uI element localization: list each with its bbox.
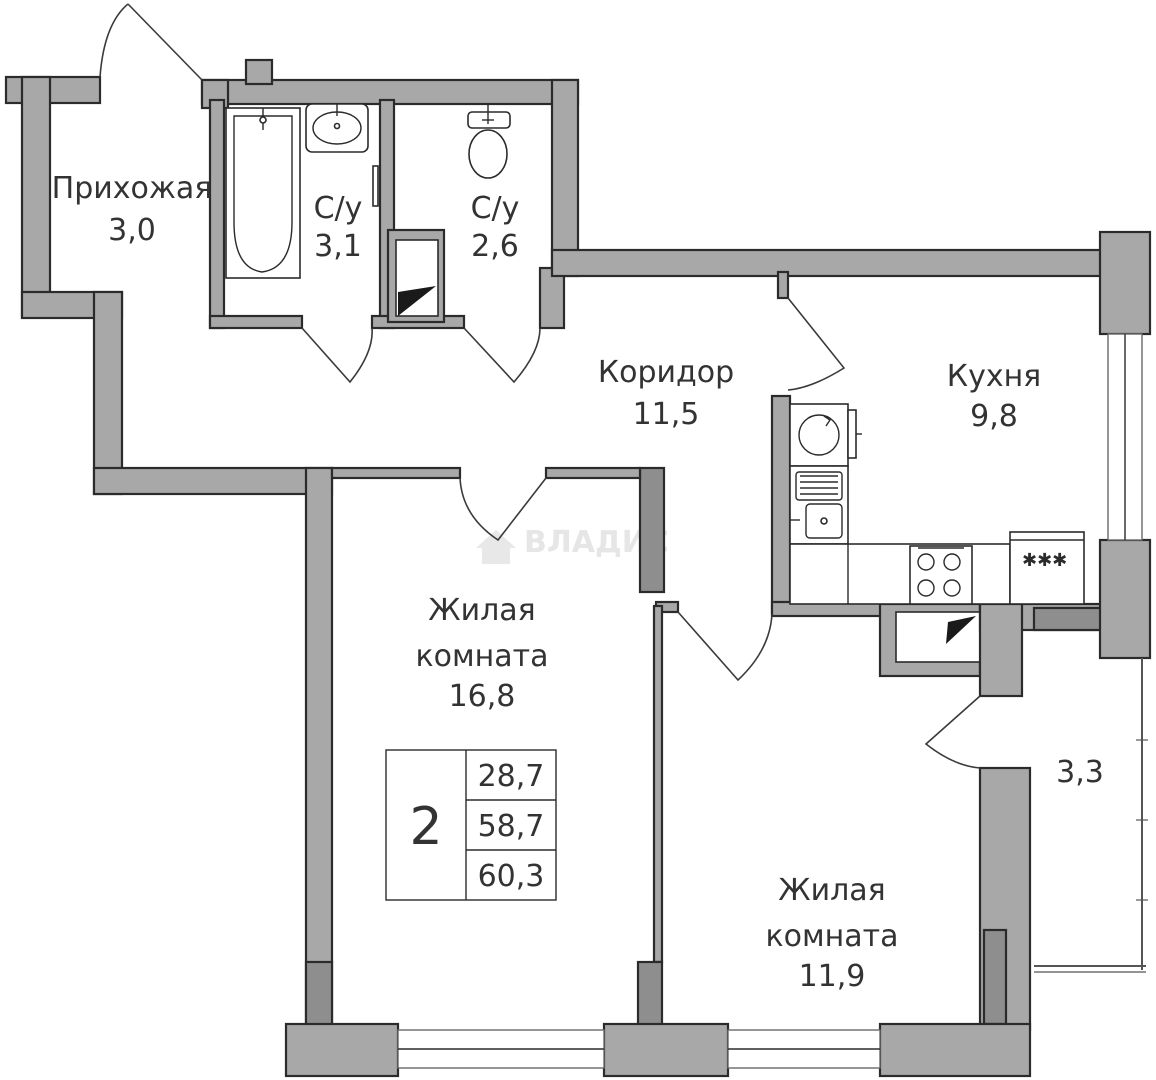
room-name-living2-line2: комната	[766, 919, 899, 954]
room-name-kitchen: Кухня	[947, 359, 1041, 394]
wall-segment	[776, 270, 790, 300]
wall-segment	[208, 314, 304, 330]
wall-segment	[304, 466, 334, 1030]
room-area-balcony: 3,3	[1056, 755, 1104, 790]
wall-segment	[878, 1022, 1032, 1078]
living-area: 28,7	[478, 759, 545, 794]
room-name-bathroom2: С/у	[471, 191, 520, 226]
wall-segment	[244, 58, 274, 86]
wall-segment	[638, 466, 666, 594]
wall-segment	[636, 960, 664, 1034]
stove-icon	[909, 545, 973, 605]
door-swing	[99, 3, 129, 78]
bathtub-icon	[225, 107, 301, 279]
door-swing	[787, 297, 846, 391]
wall-segment	[4, 75, 102, 105]
room-name-corridor: Коридор	[598, 355, 734, 390]
door-swing	[301, 327, 373, 384]
room-name-living1-line2: комната	[416, 639, 549, 674]
wall-segment	[982, 928, 1008, 1026]
room-labels: Прихожая 3,0 С/у 3,1 С/у 2,6 Коридор 11,…	[52, 171, 1104, 994]
kitchen-sink-icon	[789, 465, 849, 545]
doors	[99, 3, 981, 769]
room-area-living2: 11,9	[799, 959, 866, 994]
wall-segment	[550, 248, 1128, 278]
room-area-hallway: 3,0	[108, 213, 156, 248]
shaft-marker-icon	[398, 286, 436, 316]
area-summary: 2 28,7 58,7 60,3	[385, 749, 557, 901]
wall-segment	[92, 290, 124, 496]
shaft-marker-icon	[946, 616, 976, 644]
wall-segment	[208, 98, 226, 330]
sink-icon	[305, 103, 369, 153]
wall-segment	[538, 266, 566, 330]
wall-segment	[20, 75, 52, 319]
windows	[397, 333, 1148, 1069]
kitchen-counter	[789, 543, 1011, 605]
door-swing	[924, 695, 981, 769]
wall-segment	[978, 602, 1024, 698]
wall-segment	[284, 1022, 400, 1078]
room-area-living1: 16,8	[449, 679, 516, 714]
wall-segment	[92, 466, 334, 496]
wall-segment	[602, 1022, 730, 1078]
fixtures: ✱✱✱	[225, 103, 1085, 605]
wall-segment	[1098, 230, 1152, 336]
wall-segment	[1098, 538, 1152, 660]
room-name-living1-line1: Жилая	[428, 593, 535, 628]
room-area-kitchen: 9,8	[970, 399, 1018, 434]
room-name-hallway: Прихожая	[52, 171, 213, 206]
svg-text:✱✱✱: ✱✱✱	[1022, 550, 1067, 571]
room-name-bathroom1: С/у	[314, 191, 363, 226]
wall-segment	[330, 466, 462, 480]
walls	[4, 58, 1152, 1078]
door-swing	[677, 611, 773, 682]
house-icon	[476, 530, 516, 564]
door-swing	[459, 477, 547, 542]
total-area-with-balcony: 60,3	[478, 859, 545, 894]
wall-segment	[652, 604, 664, 964]
room-area-corridor: 11,5	[633, 397, 700, 432]
summary-box	[385, 749, 557, 901]
toilet-icon	[467, 104, 511, 179]
room-area-bathroom2: 2,6	[471, 229, 519, 264]
wall-segment	[544, 466, 642, 480]
oven-icon: ✱✱✱	[1009, 531, 1085, 605]
door-swing	[463, 327, 541, 384]
wall-segment	[550, 78, 580, 278]
wall-segment	[304, 960, 334, 1034]
towel-rail-icon	[372, 165, 379, 207]
room-area-bathroom1: 3,1	[314, 229, 362, 264]
washing-machine-icon	[789, 403, 862, 467]
room-name-living2-line1: Жилая	[778, 873, 885, 908]
wall-segment	[770, 394, 792, 616]
total-area: 58,7	[478, 809, 545, 844]
rooms-count: 2	[409, 797, 442, 857]
